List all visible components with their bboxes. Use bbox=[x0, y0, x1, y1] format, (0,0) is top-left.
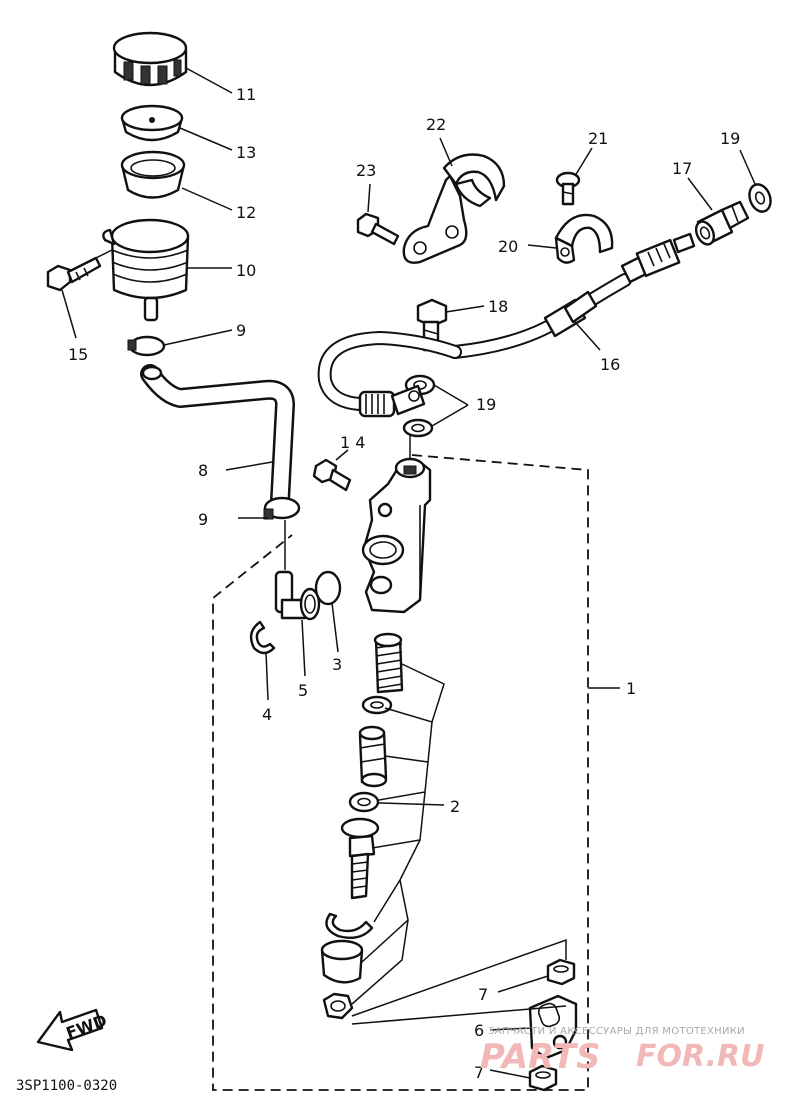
watermark-tagline: ЗАПЧАСТИ И АКСЕССУАРЫ ДЛЯ МОТОТЕХНИКИ bbox=[488, 1026, 745, 1037]
callout-20: 20 bbox=[498, 237, 518, 256]
master-cylinder-body bbox=[361, 434, 432, 614]
part-10-reservoir-tank bbox=[102, 218, 232, 322]
callout-19-upper: 19 bbox=[720, 129, 740, 148]
part-12-diaphragm bbox=[120, 150, 233, 211]
part-13-diaphragm-plate bbox=[120, 104, 233, 151]
part-15-bolt bbox=[46, 249, 113, 339]
callout-9-upper: 9 bbox=[236, 321, 246, 340]
part-4-circlip bbox=[249, 620, 276, 701]
callout-3: 3 bbox=[332, 655, 342, 674]
part-9-hose-clip-lower bbox=[238, 496, 301, 570]
diagram-code: 3SP1100-0320 bbox=[16, 1078, 117, 1094]
assembly-boundary bbox=[212, 454, 620, 1091]
callout-5: 5 bbox=[298, 681, 308, 700]
part-8-reservoir-hose bbox=[140, 364, 295, 510]
callout-16: 16 bbox=[600, 355, 620, 374]
callout-12: 12 bbox=[236, 203, 256, 222]
callout-21: 21 bbox=[588, 129, 608, 148]
watermark-brand-a: PARTS bbox=[480, 1037, 600, 1077]
part-22-bracket bbox=[402, 137, 506, 264]
watermark: ЗАПЧАСТИ И АКСЕССУАРЫ ДЛЯ МОТОТЕХНИКИ PA… bbox=[480, 1026, 765, 1077]
fwd-arrow-icon: FWD bbox=[36, 1008, 109, 1052]
callout-22: 22 bbox=[426, 115, 446, 134]
part-14-bolt bbox=[312, 449, 352, 492]
part-2-piston-kit bbox=[320, 632, 445, 1020]
callout-14: 1 4 bbox=[340, 433, 365, 452]
part-17-adapter bbox=[687, 177, 750, 246]
part-20-hose-holder bbox=[527, 213, 614, 264]
part-19-washer-upper bbox=[739, 149, 772, 213]
part-7-nut-lower bbox=[489, 1064, 558, 1092]
callout-10: 10 bbox=[236, 261, 256, 280]
part-6-clevis bbox=[489, 994, 578, 1060]
callout-11: 11 bbox=[236, 85, 256, 104]
part-5-hose-joint bbox=[274, 570, 321, 677]
callout-7-upper: 7 bbox=[478, 985, 488, 1004]
callout-15: 15 bbox=[68, 345, 88, 364]
part-3-o-ring bbox=[314, 570, 342, 653]
callout-2: 2 bbox=[450, 797, 460, 816]
callout-8: 8 bbox=[198, 461, 208, 480]
callout-13: 13 bbox=[236, 143, 256, 162]
part-9-hose-clip-upper bbox=[127, 329, 233, 357]
clevis-group-bracket bbox=[351, 938, 567, 1025]
part-19-washers-lower bbox=[402, 374, 469, 438]
callout-labels: 11 13 12 10 15 9 8 9 22 23 21 19 17 20 1… bbox=[68, 85, 740, 1082]
watermark-brand-b: FOR.RU bbox=[636, 1039, 765, 1074]
part-11-reservoir-cap bbox=[112, 31, 233, 94]
part-7-nut-upper bbox=[497, 958, 576, 993]
callout-6: 6 bbox=[474, 1021, 484, 1040]
part-23-bolt bbox=[356, 183, 400, 246]
callout-18: 18 bbox=[488, 297, 508, 316]
callout-9-lower: 9 bbox=[198, 510, 208, 529]
callout-19-lower: 19 bbox=[476, 395, 496, 414]
callout-4: 4 bbox=[262, 705, 272, 724]
callout-1: 1 bbox=[626, 679, 636, 698]
callout-7-lower: 7 bbox=[474, 1063, 484, 1082]
callout-17: 17 bbox=[672, 159, 692, 178]
part-16-brake-hose bbox=[317, 232, 696, 418]
part-21-screw bbox=[555, 147, 593, 206]
callout-23: 23 bbox=[356, 161, 376, 180]
